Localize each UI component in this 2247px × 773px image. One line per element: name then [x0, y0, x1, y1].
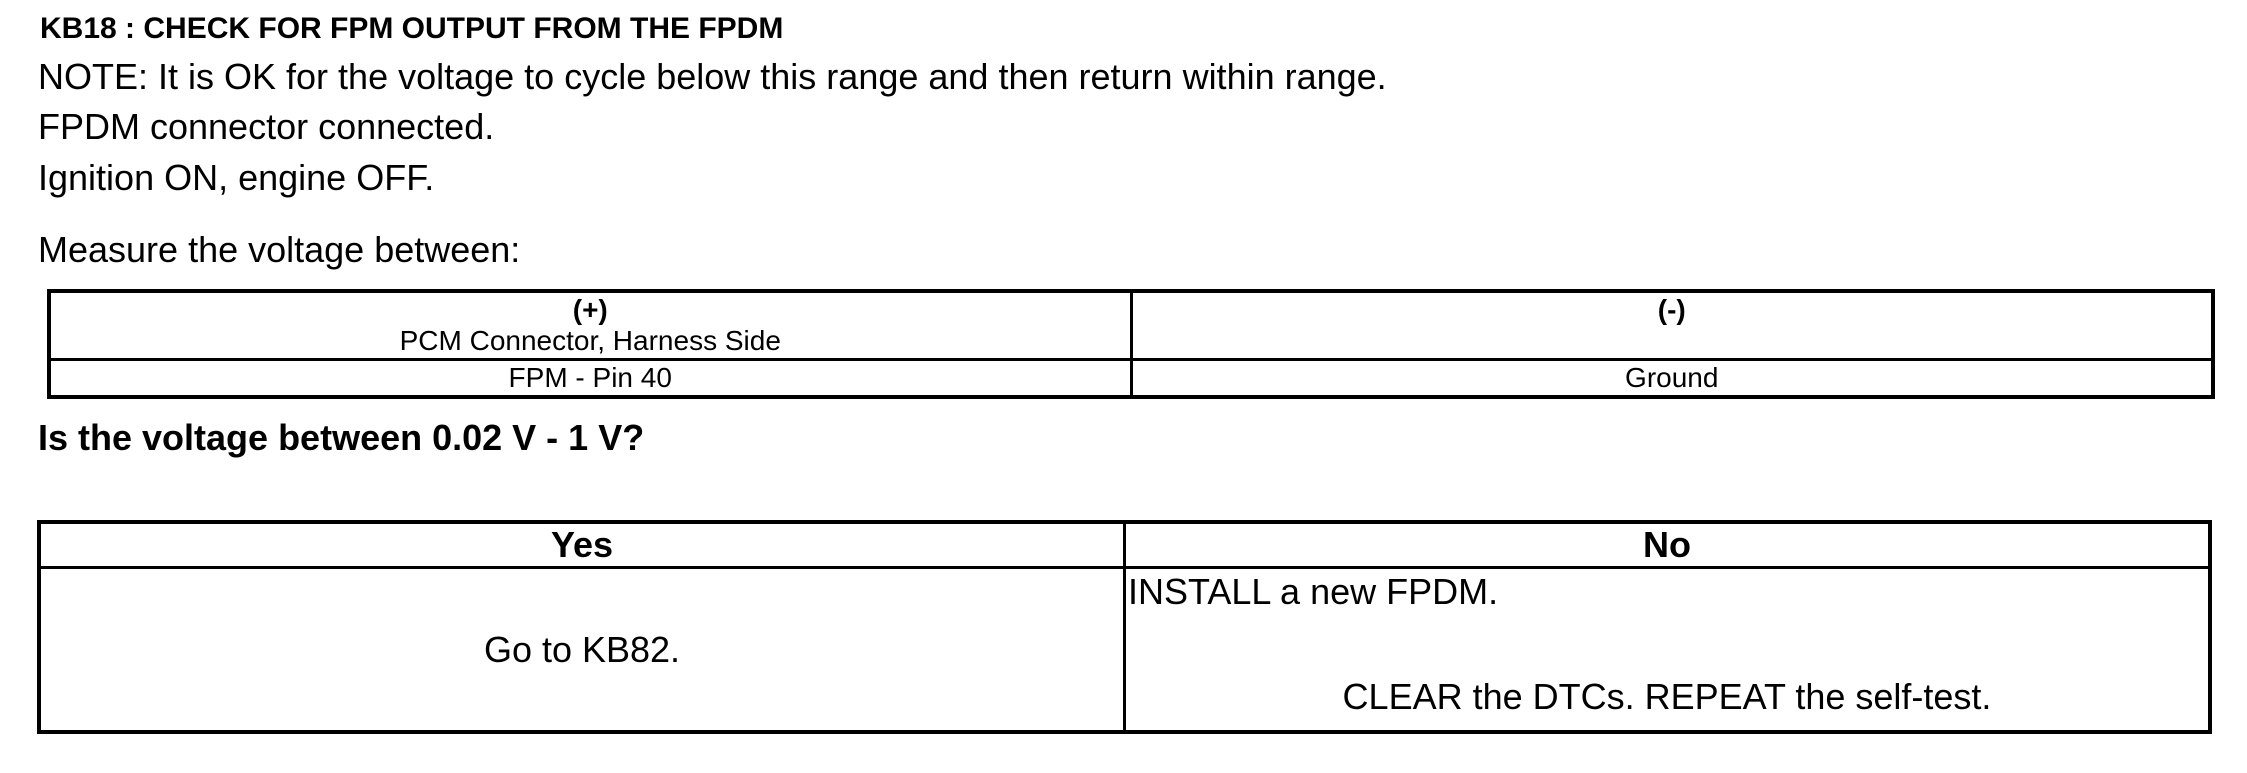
no-action-cell: INSTALL a new FPDM. CLEAR the DTCs. REPE…: [1123, 566, 2212, 734]
positive-header-cell: (+) PCM Connector, Harness Side: [47, 289, 1133, 361]
measure-label: Measure the voltage between:: [38, 229, 521, 270]
positive-symbol: (+): [572, 294, 608, 325]
page-title: KB18 : CHECK FOR FPM OUTPUT FROM THE FPD…: [40, 12, 784, 45]
positive-location: PCM Connector, Harness Side: [399, 325, 781, 356]
decision-table: Yes No Go to KB82. INSTALL a new FPDM. C…: [37, 520, 2212, 734]
yes-action-cell: Go to KB82.: [37, 566, 1126, 734]
no-action-clear-repeat: CLEAR the DTCs. REPEAT the self-test.: [1342, 676, 1992, 717]
decision-table-body-row: Go to KB82. INSTALL a new FPDM. CLEAR th…: [37, 566, 2212, 734]
no-action-install: INSTALL a new FPDM.: [1128, 571, 1499, 612]
negative-header-cell: (-): [1129, 289, 2215, 361]
question-text: Is the voltage between 0.02 V - 1 V?: [38, 417, 645, 458]
positive-point-cell: FPM - Pin 40: [47, 358, 1133, 399]
negative-point-cell: Ground: [1129, 358, 2215, 399]
note-text: NOTE: It is OK for the voltage to cycle …: [38, 56, 1387, 97]
no-header-cell: No: [1123, 520, 2212, 569]
no-action-stack: INSTALL a new FPDM. CLEAR the DTCs. REPE…: [1127, 570, 2207, 729]
measurement-table-data-row: FPM - Pin 40 Ground: [47, 358, 2215, 399]
instruction-ignition: Ignition ON, engine OFF.: [38, 157, 435, 198]
instruction-fpdm-connector: FPDM connector connected.: [38, 106, 495, 147]
measurement-table: (+) PCM Connector, Harness Side (-) FPM …: [47, 289, 2215, 399]
negative-symbol: (-): [1657, 294, 1686, 325]
measurement-table-header-row: (+) PCM Connector, Harness Side (-): [47, 289, 2215, 361]
yes-header-cell: Yes: [37, 520, 1126, 569]
decision-table-header-row: Yes No: [37, 520, 2212, 569]
